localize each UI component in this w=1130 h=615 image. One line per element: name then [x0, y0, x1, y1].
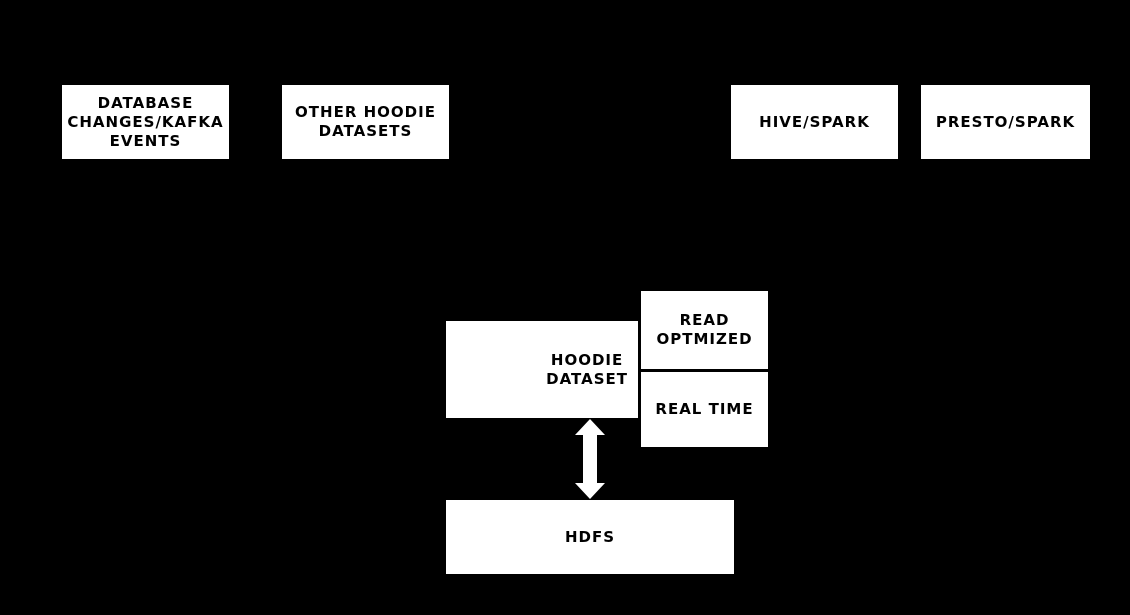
node-other-hoodie-datasets: OTHER HOODIE DATASETS: [282, 85, 449, 159]
node-hoodie-dataset: HOODIE DATASET: [446, 321, 638, 418]
node-hive-spark: HIVE/SPARK: [731, 85, 898, 159]
node-real-time-view: REAL TIME: [641, 372, 768, 447]
node-database-changes-kafka-events: DATABASE CHANGES/KAFKA EVENTS: [62, 85, 229, 159]
node-presto-spark: PRESTO/SPARK: [921, 85, 1090, 159]
node-read-optmized-view: READ OPTMIZED: [641, 291, 768, 369]
node-hdfs: HDFS: [446, 500, 734, 574]
bidirectional-arrow-icon: [575, 419, 605, 499]
